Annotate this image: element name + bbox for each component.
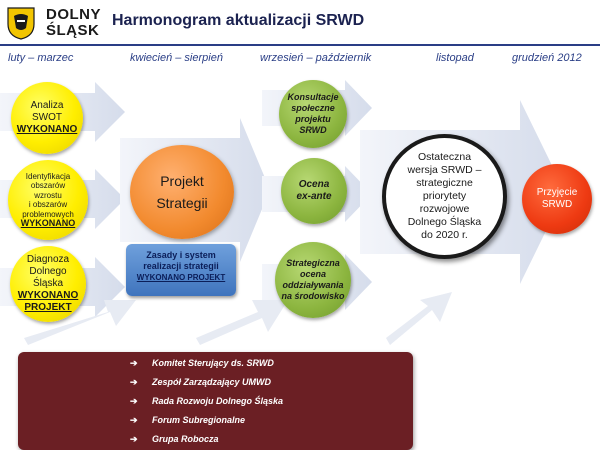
arrow-icon: ➔ [130, 358, 138, 368]
implementation-system-box: Zasady i system realizacji strategii WYK… [126, 244, 236, 296]
public-consultation-node: Konsultacje społeczne projektu SRWD [279, 80, 347, 148]
logo-line1: DOLNY [46, 6, 101, 23]
node-text: obszarów [30, 181, 66, 190]
page-title: Harmonogram aktualizacji SRWD [112, 12, 365, 29]
node-text: Projekt [160, 173, 204, 189]
status-label: WYKONANO [20, 218, 76, 228]
timeline-label-2: kwiecień – sierpień [130, 52, 223, 64]
node-text: Ostateczna [417, 151, 472, 163]
node-text: Konsultacje [287, 92, 339, 102]
list-item: ➔ Komitet Sterujący ds. SRWD [130, 358, 274, 369]
node-text: i obszarów [28, 200, 68, 209]
arrow-icon: ➔ [130, 434, 138, 444]
list-item: ➔ Rada Rozwoju Dolnego Śląska [130, 396, 283, 407]
node-text: SRWD [299, 125, 327, 135]
list-item-label: Forum Subregionalne [152, 415, 246, 425]
node-text: SWOT [32, 112, 62, 123]
node-text: ocena [299, 269, 326, 279]
node-text: społeczne [291, 103, 335, 113]
node-text: oddziaływania [282, 280, 344, 290]
node-text: Strategii [156, 195, 208, 211]
node-text: Ocena [298, 179, 330, 190]
bodies-list-box: ➔ Komitet Sterujący ds. SRWD ➔ Zespół Zarz… [18, 352, 413, 450]
node-text: Śląska [32, 278, 63, 289]
timeline-label-1: luty – marzec [8, 52, 74, 64]
list-item: ➔ Forum Subregionalne [130, 415, 245, 426]
timeline-label-5: grudzień 2012 [512, 52, 582, 64]
node-text: wersja SRWD – [407, 164, 482, 176]
node-text: problemowych [22, 209, 74, 219]
node-text: na środowisko [281, 291, 345, 301]
timeline-label-3: wrzesień – październik [260, 52, 372, 64]
node-text: Dolnego [29, 266, 67, 277]
node-text: projektu [295, 114, 331, 124]
node-text: Diagnoza [26, 254, 70, 265]
logo-line2: ŚLĄSK [46, 22, 100, 39]
arrow-icon: ➔ [130, 396, 138, 406]
logo-text: DOLNY ŚLĄSK [46, 7, 101, 39]
status-label: WYKONANO [17, 290, 79, 301]
list-item-label: Rada Rozwoju Dolnego Śląska [152, 396, 284, 406]
strategy-project-node: Projekt Strategii [130, 145, 234, 239]
node-text: Strategiczna [286, 258, 340, 268]
status-label: WYKONANO PROJEKT [136, 273, 226, 282]
diagnosis-node: Diagnoza Dolnego Śląska WYKONANO PROJEKT [10, 246, 86, 322]
node-text: ex-ante [296, 191, 332, 202]
node-text: SRWD [541, 199, 573, 210]
coat-of-arms-icon [7, 7, 35, 40]
header-divider [0, 44, 600, 46]
swot-analysis-node: Analiza SWOT WYKONANO [11, 82, 83, 154]
status-label: WYKONANO [16, 124, 78, 135]
box-text: Zasady i system [146, 250, 216, 260]
node-text: Przyjęcie [536, 187, 578, 198]
list-item: ➔ Grupa Robocza [130, 434, 219, 445]
node-text: rozwojowe [419, 203, 470, 215]
environmental-assessment-node: Strategiczna ocena oddziaływania na środ… [275, 242, 351, 318]
arrow-icon: ➔ [130, 377, 138, 387]
list-item: ➔ Zespół Zarządzający UMWD [130, 377, 271, 388]
adoption-node: Przyjęcie SRWD [522, 164, 592, 234]
node-text: priorytety [422, 190, 467, 202]
header: DOLNY ŚLĄSK Harmonogram aktualizacji SRW… [0, 0, 600, 44]
node-text: do 2020 r. [421, 229, 468, 241]
growth-areas-node: Identyfikacja obszarów wzrostu i obszaró… [8, 160, 88, 240]
list-item-label: Zespół Zarządzający UMWD [152, 377, 272, 387]
box-text: realizacji strategii [143, 261, 219, 271]
status-label: PROJEKT [24, 302, 72, 313]
node-text: Identyfikacja [25, 171, 71, 181]
list-item-label: Grupa Robocza [152, 434, 219, 444]
arrow-icon: ➔ [130, 415, 138, 425]
logo: DOLNY ŚLĄSK [6, 5, 106, 41]
node-text: wzrostu [34, 190, 62, 200]
timeline-label-4: listopad [436, 52, 474, 64]
node-text: Dolnego Śląska [407, 216, 482, 228]
ex-ante-evaluation-node: Ocena ex-ante [281, 158, 347, 224]
node-text: strategiczne [416, 177, 473, 189]
node-text: Analiza [30, 100, 64, 111]
final-version-node: Ostateczna wersja SRWD – strategiczne pr… [382, 134, 507, 259]
list-item-label: Komitet Sterujący ds. SRWD [152, 358, 274, 368]
